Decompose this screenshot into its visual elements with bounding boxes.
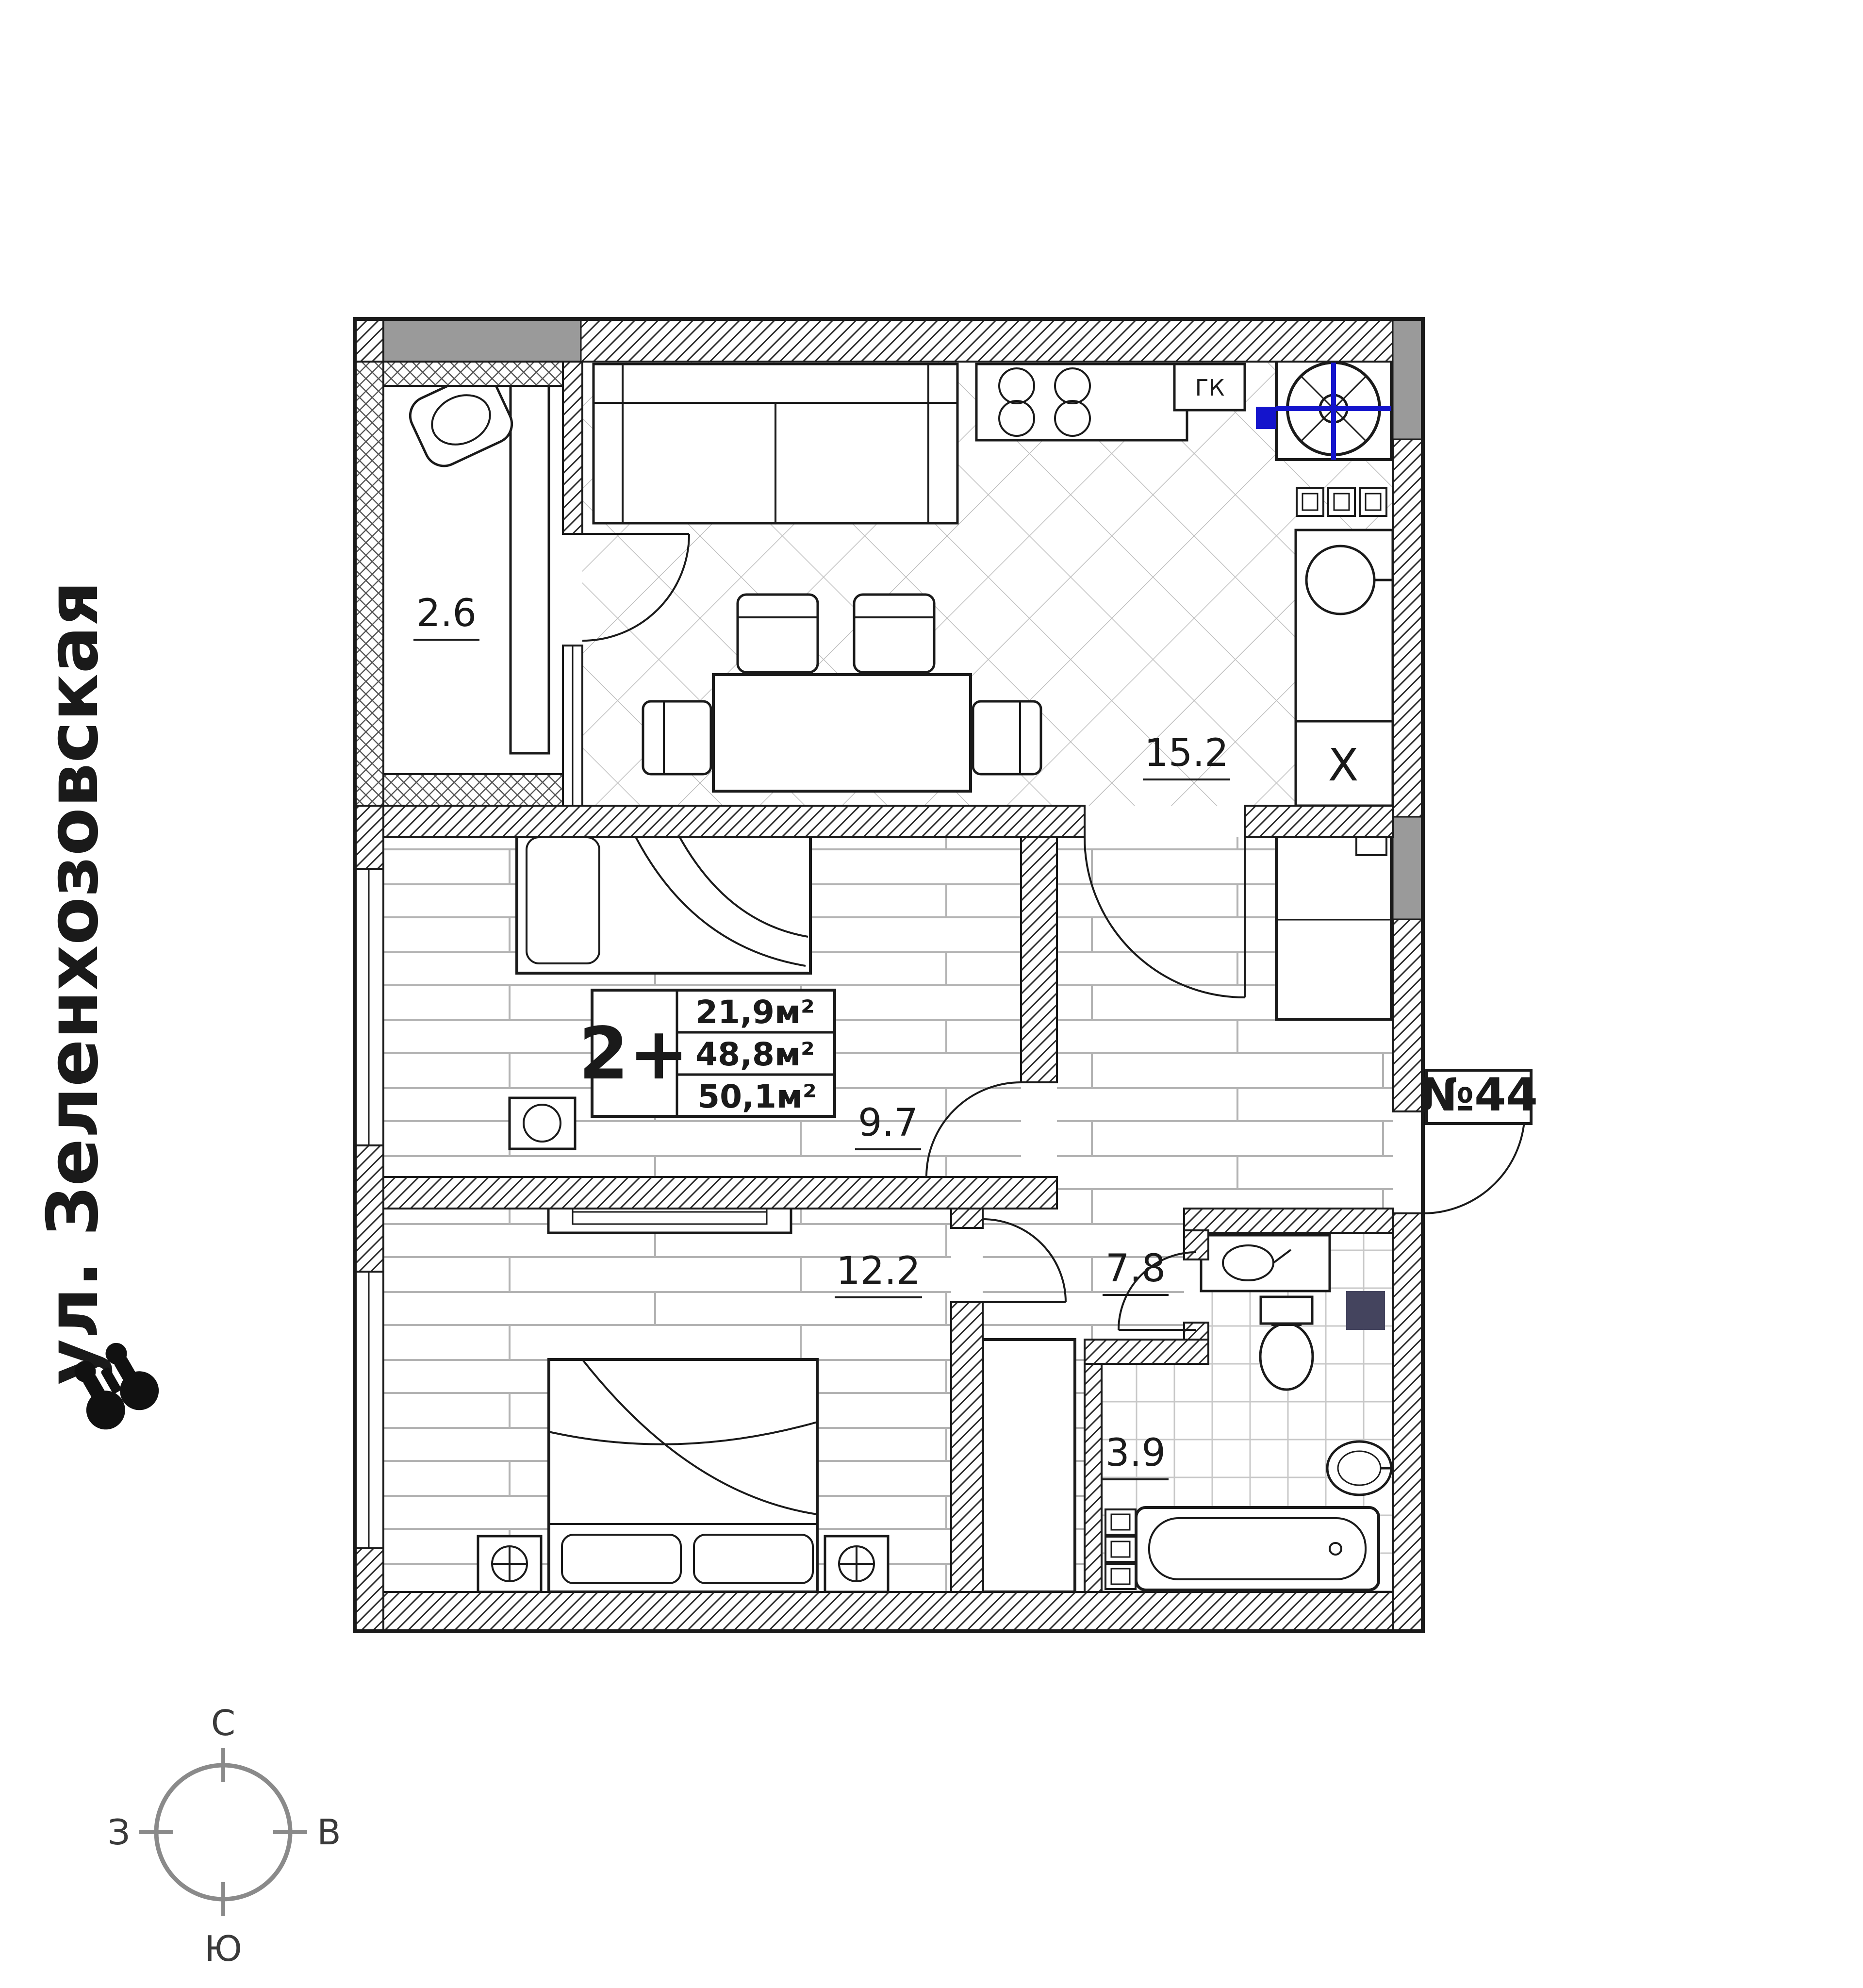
hallway-area-label: 7.8 bbox=[1105, 1247, 1166, 1291]
plan-outline bbox=[353, 317, 1425, 1633]
compass-south-label: Ю bbox=[204, 1928, 242, 1969]
balcony-chair bbox=[409, 372, 513, 467]
washbasin-cabinet bbox=[1200, 1234, 1331, 1292]
water-heater bbox=[1346, 1291, 1385, 1330]
wall-bedroom2-right-stub bbox=[950, 1208, 984, 1229]
apartment-number: №44 bbox=[1419, 1069, 1538, 1125]
door-entry bbox=[1422, 1110, 1526, 1214]
door-bedroom1 bbox=[925, 1081, 1022, 1178]
door-bathroom bbox=[1118, 1251, 1197, 1331]
wall-bottom bbox=[354, 1591, 1424, 1632]
ventilation-unit bbox=[1275, 356, 1393, 461]
street-label-group: ул. Зеленхозовская bbox=[32, 581, 159, 1430]
gas-boiler-label: ГК bbox=[1195, 375, 1225, 401]
area-total-value: 50,1м² bbox=[697, 1078, 817, 1115]
chair-left bbox=[642, 700, 712, 776]
door-balcony bbox=[582, 533, 690, 642]
nightstand-right bbox=[824, 1535, 890, 1593]
window-bedroom1 bbox=[354, 868, 384, 1146]
wall-right-gray-2 bbox=[1392, 816, 1424, 920]
street-name-label: ул. Зеленхозовская bbox=[32, 581, 114, 1385]
area-usable-value: 48,8м² bbox=[695, 1036, 815, 1073]
dining-table-set bbox=[642, 593, 1042, 793]
hallway-floor bbox=[983, 837, 1393, 1592]
dining-table bbox=[712, 673, 972, 793]
balcony-wall-bottom bbox=[382, 773, 564, 807]
wall-right-gray-1 bbox=[1392, 318, 1424, 440]
hallway bbox=[981, 819, 1393, 1593]
bedroom2 bbox=[477, 1190, 890, 1593]
toilet bbox=[1259, 1295, 1314, 1391]
bedroom2-area-label: 12.2 bbox=[836, 1249, 921, 1293]
bedside-lamp bbox=[523, 1104, 561, 1143]
rooms-count-label: 2+ bbox=[579, 1012, 689, 1095]
sofa bbox=[592, 363, 959, 525]
compass-east-label: В bbox=[317, 1812, 341, 1853]
kitchen-counter-column: X bbox=[1294, 487, 1394, 807]
door-bedroom2 bbox=[982, 1218, 1067, 1303]
nightstand-left bbox=[477, 1535, 543, 1593]
stool-2 bbox=[853, 593, 936, 674]
washer-stack bbox=[1105, 1508, 1137, 1590]
balcony-wall-top bbox=[382, 361, 564, 387]
bed-single bbox=[515, 826, 812, 975]
bathtub bbox=[1135, 1506, 1380, 1591]
wall-bathroom-left-lower bbox=[1084, 1363, 1103, 1593]
hall-wardrobe bbox=[981, 1338, 1076, 1593]
wall-bathroom-top bbox=[1183, 1208, 1394, 1234]
balcony-bench bbox=[509, 382, 550, 755]
kitchen-area-label: 15.2 bbox=[1144, 731, 1229, 775]
compass-west-label: З bbox=[108, 1812, 130, 1853]
window-bedroom2 bbox=[354, 1271, 384, 1549]
chair-right bbox=[972, 700, 1042, 776]
entry-wardrobe bbox=[1275, 819, 1393, 1021]
balcony-wall-left bbox=[354, 361, 384, 807]
wall-bedroom-divider bbox=[382, 1176, 1058, 1209]
bathroom bbox=[1105, 1234, 1393, 1591]
blue-riser-mark bbox=[1256, 407, 1276, 429]
compass-north-label: С bbox=[211, 1703, 235, 1743]
wall-bathroom-left-stub1 bbox=[1183, 1229, 1209, 1260]
oval-sink bbox=[1326, 1440, 1393, 1496]
bathroom-floor bbox=[1102, 1230, 1393, 1592]
room-labels: 2.6 15.2 9.7 12.2 7.8 3.9 bbox=[413, 592, 1230, 1480]
balcony bbox=[409, 372, 550, 755]
bedroom1: 2+ 21,9м² 48,8м² 50,1м² bbox=[508, 826, 836, 1150]
pillow-left bbox=[561, 1534, 682, 1584]
area-living-value: 21,9м² bbox=[695, 994, 815, 1031]
fridge-label: X bbox=[1328, 739, 1358, 791]
balcony-area-label: 2.6 bbox=[416, 592, 477, 635]
pillow-right bbox=[693, 1534, 814, 1584]
compass: С Ю З В bbox=[108, 1703, 341, 1969]
wall-top-gray bbox=[382, 318, 582, 363]
wall-kitchen-divider-right bbox=[1244, 805, 1394, 838]
walls bbox=[353, 317, 1425, 1633]
doors bbox=[582, 533, 1526, 1331]
door-kitchen-hall bbox=[1084, 837, 1246, 998]
apartment-number-label: №44 bbox=[1419, 1069, 1538, 1122]
wall-bedroom2-right bbox=[950, 1301, 984, 1593]
binoculars-icon bbox=[74, 1342, 159, 1430]
bedroom1-area-label: 9.7 bbox=[858, 1101, 918, 1145]
stove bbox=[975, 363, 1188, 442]
balcony-partition bbox=[562, 361, 583, 535]
bedside-table bbox=[508, 1096, 577, 1150]
stool-1 bbox=[736, 593, 819, 674]
pillow bbox=[526, 836, 600, 964]
wall-bathroom-step bbox=[1084, 1339, 1209, 1365]
bed-double bbox=[547, 1358, 819, 1593]
kitchen-living-room: ГК X bbox=[592, 319, 1394, 807]
apartment-info-box: 2+ 21,9м² 48,8м² 50,1м² bbox=[579, 989, 836, 1118]
wall-bedroom1-right bbox=[1020, 836, 1058, 1083]
wall-kitchen-divider-left bbox=[382, 805, 1086, 838]
bathroom-area-label: 3.9 bbox=[1105, 1431, 1166, 1475]
wall-right-lower bbox=[1392, 1212, 1424, 1632]
gas-boiler: ГК bbox=[1173, 363, 1246, 412]
